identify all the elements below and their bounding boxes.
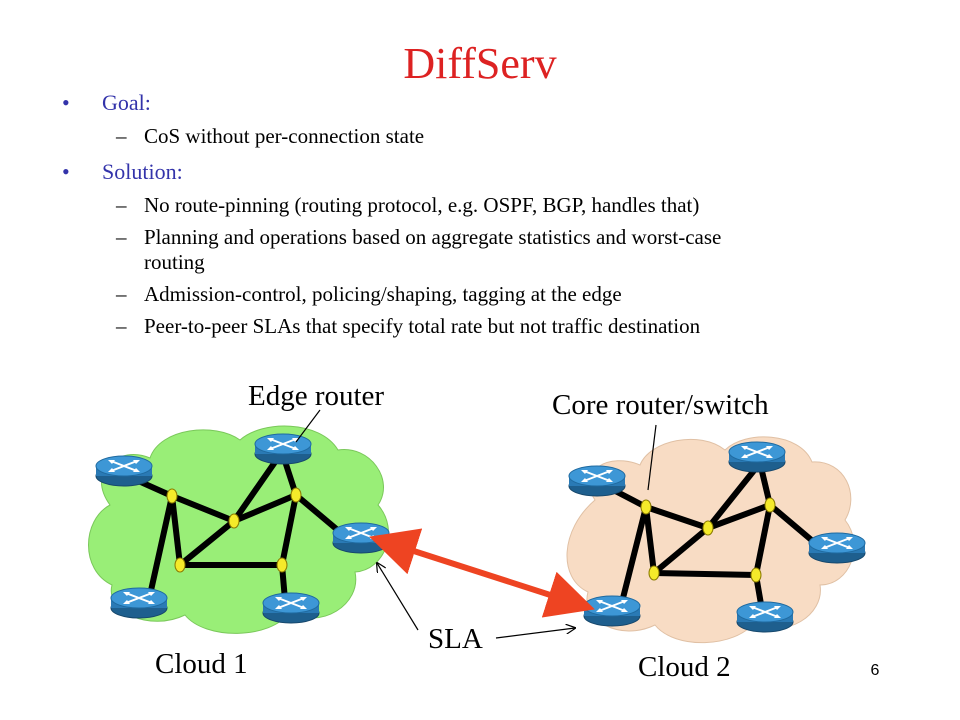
cloud-2-label: Cloud 2 bbox=[638, 651, 731, 683]
core-switch-node-icon bbox=[174, 557, 186, 573]
router-icon bbox=[568, 465, 626, 497]
sub-bullet-text: No route-pinning (routing protocol, e.g.… bbox=[144, 193, 700, 217]
sub-bullet: – CoS without per-connection state bbox=[116, 124, 425, 148]
bullet-dot-icon: • bbox=[62, 159, 70, 184]
cloud-1-label: Cloud 1 bbox=[155, 648, 248, 680]
core-switch-node-icon bbox=[640, 499, 652, 515]
slide-title: DiffServ bbox=[403, 39, 557, 88]
core-switch-node-icon bbox=[648, 565, 660, 581]
bullet-list: • Goal: – CoS without per-connection sta… bbox=[62, 88, 922, 339]
edge-router-pointer bbox=[295, 409, 321, 443]
bullet-dot-icon: • bbox=[62, 90, 70, 115]
core-switch-node-icon bbox=[290, 487, 302, 503]
sub-bullet-text: Peer-to-peer SLAs that specify total rat… bbox=[144, 314, 701, 338]
sla-label: SLA bbox=[428, 623, 483, 655]
sub-bullet-text: Planning and operations based on aggrega… bbox=[144, 225, 722, 249]
router-icon bbox=[254, 433, 312, 465]
core-switch-node-icon bbox=[276, 557, 288, 573]
bullet-goal-label: Goal: bbox=[102, 90, 151, 115]
sub-bullet: – Planning and operations based on aggre… bbox=[116, 225, 722, 274]
core-switch-node-icon bbox=[228, 513, 240, 529]
router-icon bbox=[95, 455, 153, 487]
core-router-pointer bbox=[647, 424, 657, 491]
core-router-label: Core router/switch bbox=[552, 389, 769, 421]
router-icon bbox=[110, 587, 168, 619]
sub-bullet-text: Admission-control, policing/shaping, tag… bbox=[144, 282, 622, 306]
bullet-solution: • Solution: bbox=[62, 157, 922, 187]
bullet-solution-label: Solution: bbox=[102, 159, 183, 184]
core-switch-node-icon bbox=[764, 497, 776, 513]
sub-bullet-text: CoS without per-connection state bbox=[144, 124, 425, 148]
core-switch-node-icon bbox=[166, 488, 178, 504]
sla-pointer-left bbox=[377, 563, 419, 631]
sub-bullet-text-cont: routing bbox=[144, 250, 205, 274]
sub-bullet: – Peer-to-peer SLAs that specify total r… bbox=[116, 314, 701, 338]
router-icon bbox=[728, 441, 786, 473]
router-icon bbox=[736, 601, 794, 633]
router-icon bbox=[332, 522, 390, 554]
router-icon bbox=[583, 595, 641, 627]
core-switch-node-icon bbox=[702, 520, 714, 536]
edge-router-label: Edge router bbox=[248, 380, 384, 412]
sla-pointer-right bbox=[495, 628, 575, 639]
router-icon bbox=[808, 532, 866, 564]
core-switch-node-icon bbox=[750, 567, 762, 583]
sub-bullet: – Admission-control, policing/shaping, t… bbox=[116, 282, 622, 306]
sub-bullet: – No route-pinning (routing protocol, e.… bbox=[116, 193, 700, 217]
bullet-goal: • Goal: bbox=[62, 88, 922, 118]
page-number: 6 bbox=[870, 662, 880, 679]
router-icon bbox=[262, 592, 320, 624]
sla-arrow bbox=[369, 528, 595, 618]
